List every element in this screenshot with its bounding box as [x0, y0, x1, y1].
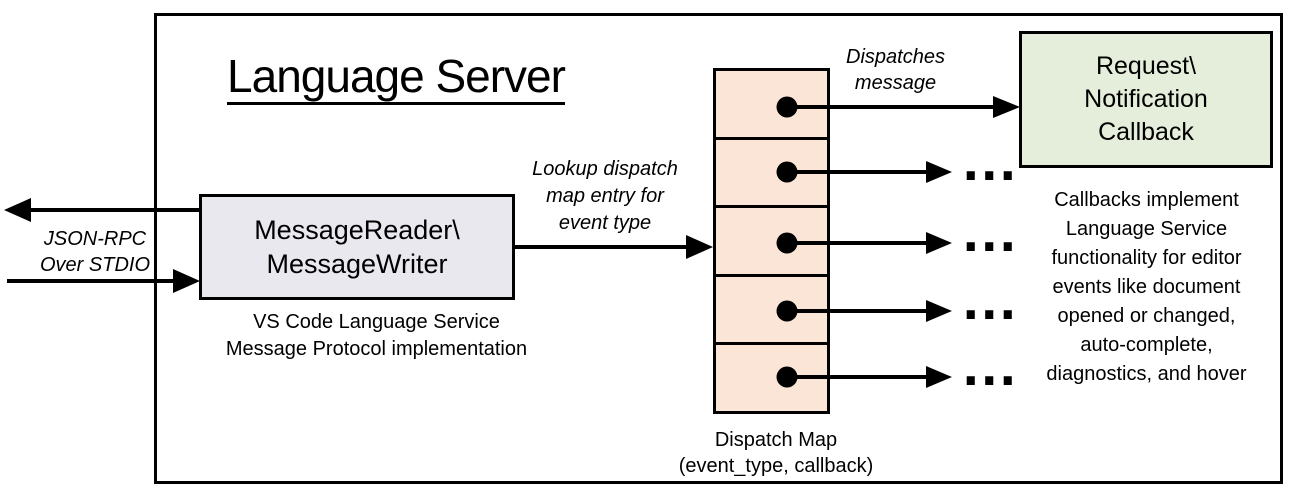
callbacks-note-line1: Callbacks implement [1054, 189, 1239, 211]
callbacks-note-line6: auto-complete, [1080, 334, 1213, 356]
ellipsis-row4: ... [962, 276, 1018, 330]
dispatch-map-cell-5 [716, 345, 827, 411]
dispatches-message-label-line1: Dispatches [846, 46, 945, 68]
ellipsis-row5: ... [962, 342, 1018, 396]
dispatch-map-cell-4 [716, 276, 827, 346]
dispatch-map [713, 68, 830, 414]
diagram-title-text: Language Server [227, 52, 566, 105]
dispatch-map-caption: Dispatch Map (event_type, callback) [650, 427, 902, 479]
lookup-dispatch-label-line1: Lookup dispatch [532, 158, 678, 180]
callbacks-note-line2: Language Service [1065, 218, 1228, 240]
ellipsis-row3: ... [962, 208, 1018, 262]
language-server-boundary-box [154, 13, 1283, 484]
message-rw-caption-line2: Message Protocol implementation [225, 338, 528, 360]
dispatch-map-caption-line2: (event_type, callback) [678, 455, 874, 477]
callbacks-note-line3: functionality for editor [1051, 247, 1242, 269]
dispatches-message-label-line2: message [854, 72, 937, 94]
ellipsis-row2: ... [962, 137, 1018, 191]
lookup-dispatch-label-line3: event type [558, 212, 652, 234]
lookup-dispatch-label-line2: map entry for [546, 185, 664, 207]
jsonrpc-stdio-label: JSON-RPC Over STDIO [15, 226, 175, 278]
diagram-title: Language Server [218, 52, 574, 105]
message-reader-line: MessageReader\ [254, 215, 460, 245]
jsonrpc-stdio-label-line2: Over STDIO [39, 254, 150, 276]
message-rw-caption-line1: VS Code Language Service [253, 311, 500, 333]
dispatch-map-caption-line1: Dispatch Map [714, 429, 838, 451]
dispatches-message-label: Dispatches message [818, 44, 973, 96]
dispatch-map-cell-2 [716, 139, 827, 209]
callbacks-note-line7: diagnostics, and hover [1046, 363, 1247, 385]
dispatch-map-cell-1 [716, 71, 827, 140]
lookup-dispatch-label: Lookup dispatch map entry for event type [500, 156, 710, 237]
request-notification-callback-box: Request\ Notification Callback [1019, 31, 1273, 168]
message-writer-line: MessageWriter [266, 249, 448, 279]
callback-box-line1: Request\ [1095, 52, 1197, 80]
callbacks-note-line4: events like document [1052, 276, 1241, 298]
callbacks-note-line5: opened or changed, [1057, 305, 1236, 327]
callback-box-line3: Callback [1098, 118, 1194, 146]
callback-box-line2: Notification [1084, 85, 1208, 113]
message-reader-writer-box: MessageReader\ MessageWriter [199, 194, 515, 300]
message-rw-caption: VS Code Language Service Message Protoco… [208, 309, 545, 363]
callbacks-note: Callbacks implement Language Service fun… [1020, 186, 1273, 389]
jsonrpc-stdio-label-line1: JSON-RPC [43, 228, 147, 250]
dispatch-map-cell-3 [716, 208, 827, 277]
